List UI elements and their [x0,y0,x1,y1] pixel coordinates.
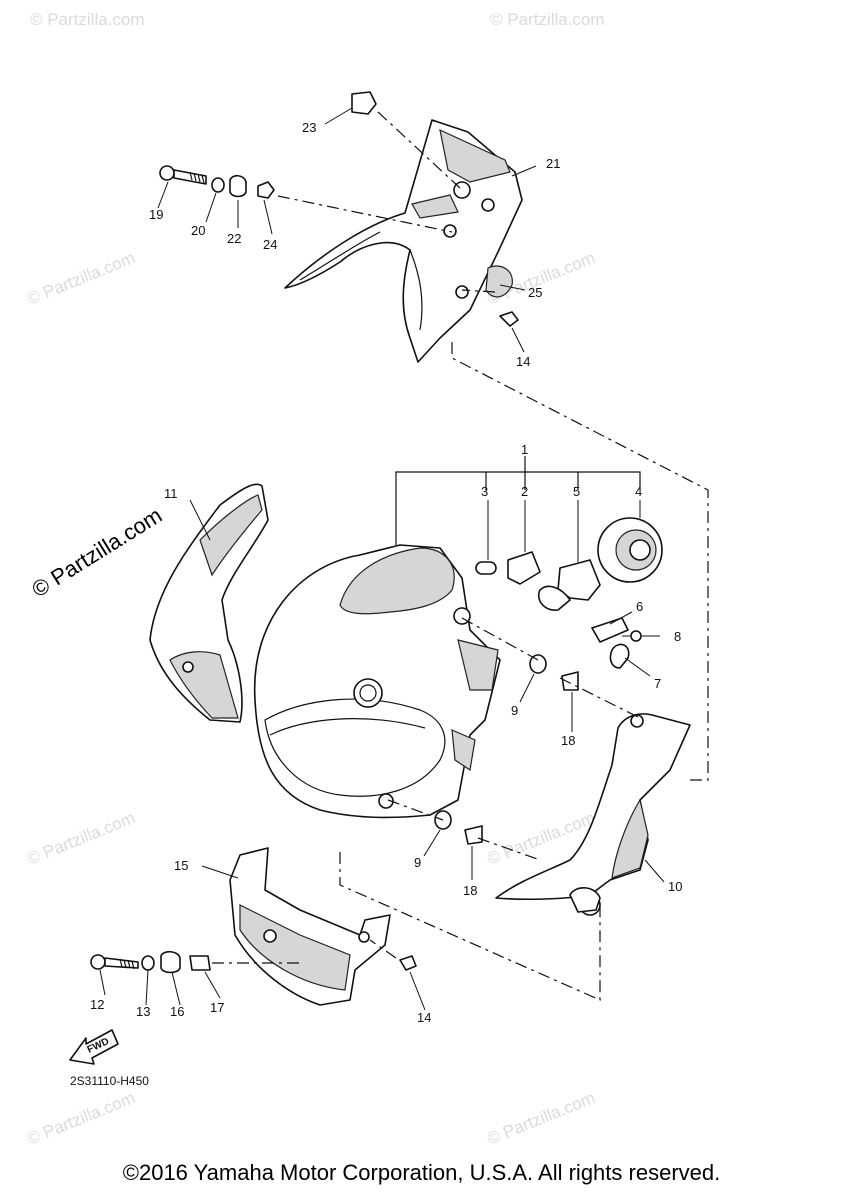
callout-25: 25 [528,285,542,300]
callout-12: 12 [90,997,104,1012]
alignment-lines [212,111,709,1001]
watermark: © Partzilla.com [484,1088,597,1149]
callout-9-lower: 9 [414,855,421,870]
lower-cover-right [495,713,691,916]
watermark: © Partzilla.com [30,10,145,29]
callout-18-upper: 18 [561,733,575,748]
headlight-body [253,544,501,819]
callouts: 23 21 19 20 22 24 25 14 1 3 2 5 4 11 6 8… [90,120,682,1025]
clamp-parts [591,617,642,669]
callout-1: 1 [521,442,528,457]
bulb-3 [475,561,497,575]
group-bracket-1 [395,456,641,545]
socket-2 [507,551,541,585]
lower-stay-bracket [229,847,391,1006]
callout-14-upper: 14 [516,354,530,369]
leader-lines [99,107,665,1011]
diagram-code: 2S31110-H450 [70,1074,149,1088]
callout-18-lower: 18 [463,883,477,898]
hardware [90,91,519,974]
bulb-assembly [475,517,663,611]
callout-21: 21 [546,156,560,171]
callout-24: 24 [263,237,277,252]
callout-9-upper: 9 [511,703,518,718]
side-cover-left [149,483,269,723]
callout-10: 10 [668,879,682,894]
callout-15: 15 [174,858,188,873]
callout-16: 16 [170,1004,184,1019]
callout-13: 13 [136,1004,150,1019]
watermark: © Partzilla.com [24,1088,137,1149]
callout-4: 4 [635,484,642,499]
callout-14-lower: 14 [417,1010,431,1025]
callout-22: 22 [227,231,241,246]
watermark: © Partzilla.com [24,808,137,869]
callout-11: 11 [164,486,178,501]
callout-20: 20 [191,223,205,238]
callout-19: 19 [149,207,163,222]
callout-17: 17 [210,1000,224,1015]
watermark-main: © Partzilla.com [27,502,166,602]
upper-headlight-cover [284,119,523,363]
callout-23: 23 [302,120,316,135]
callout-2: 2 [521,484,528,499]
callout-5: 5 [573,484,580,499]
fwd-arrow-icon: FWD [69,1029,119,1065]
callout-7: 7 [654,676,661,691]
watermark: © Partzilla.com [24,248,137,309]
callout-8: 8 [674,629,681,644]
copyright-notice: ©2016 Yamaha Motor Corporation, U.S.A. A… [122,1160,721,1185]
watermark: © Partzilla.com [490,10,605,29]
callout-3: 3 [481,484,488,499]
callout-6: 6 [636,599,643,614]
